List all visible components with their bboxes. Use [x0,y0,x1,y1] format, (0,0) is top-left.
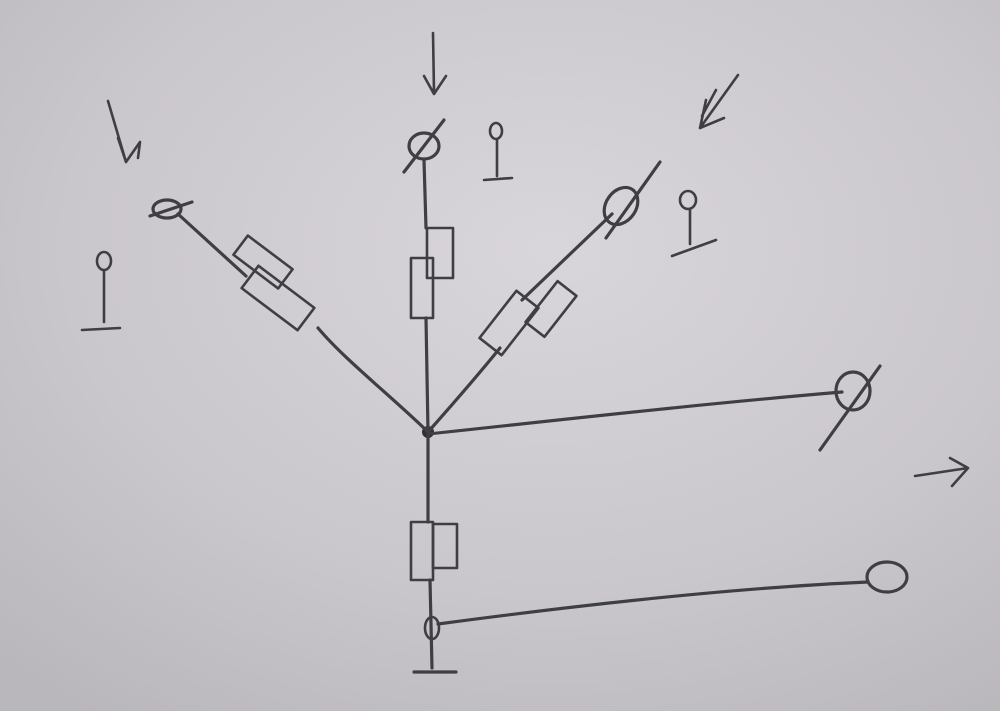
top-branch-support-lower [409,256,435,320]
top-branch-pipe-upper [422,158,428,230]
top-branch-support-upper [425,226,455,280]
bottom-right-branch [436,456,970,626]
upper-right-pole-symbol-stand [670,208,718,258]
left-branch [80,99,430,434]
left-pole-symbol-stand [80,268,122,332]
bottom-stem-valve [423,615,441,641]
top-branch-valve [407,131,441,161]
upper-right-inlet-arrow [698,73,740,130]
upper-right-branch [426,73,740,434]
bottom-stem-support-right [431,522,459,570]
bottom-right-outlet [865,560,909,594]
right-branch-pipe [426,390,844,436]
top-branch-inlet-arrow [422,31,448,96]
upper-right-valve [602,185,640,227]
upper-right-support-upper [524,279,578,339]
upper-right-pole-symbol-head [678,189,698,211]
top-pole-symbol-stand [482,137,514,182]
right-branch-valve-stroke [818,364,882,452]
left-branch-support-lower [240,264,316,332]
left-branch-pipe-upper [176,212,248,278]
left-branch-pipe-lower [316,326,430,434]
left-branch-valve-stroke [148,200,194,218]
right-branch [426,364,882,452]
top-branch-valve-stroke [402,118,446,174]
right-branch-valve [834,370,872,412]
bottom-right-flow-arrow [913,456,970,488]
bottom-stem [409,430,459,674]
upper-right-support-lower [478,289,540,357]
left-branch-inlet-arrow [106,99,142,164]
upper-right-pipe-lower [426,346,502,434]
left-branch-support-upper [232,234,294,290]
bottom-right-pipe [436,580,870,626]
top-branch-pipe-lower [424,316,430,434]
top-branch [402,31,514,434]
upper-right-valve-stroke [604,160,662,240]
left-branch-valve [151,198,183,220]
bottom-stem-pipe-lower [428,578,434,670]
upper-right-pipe-upper [520,212,614,302]
